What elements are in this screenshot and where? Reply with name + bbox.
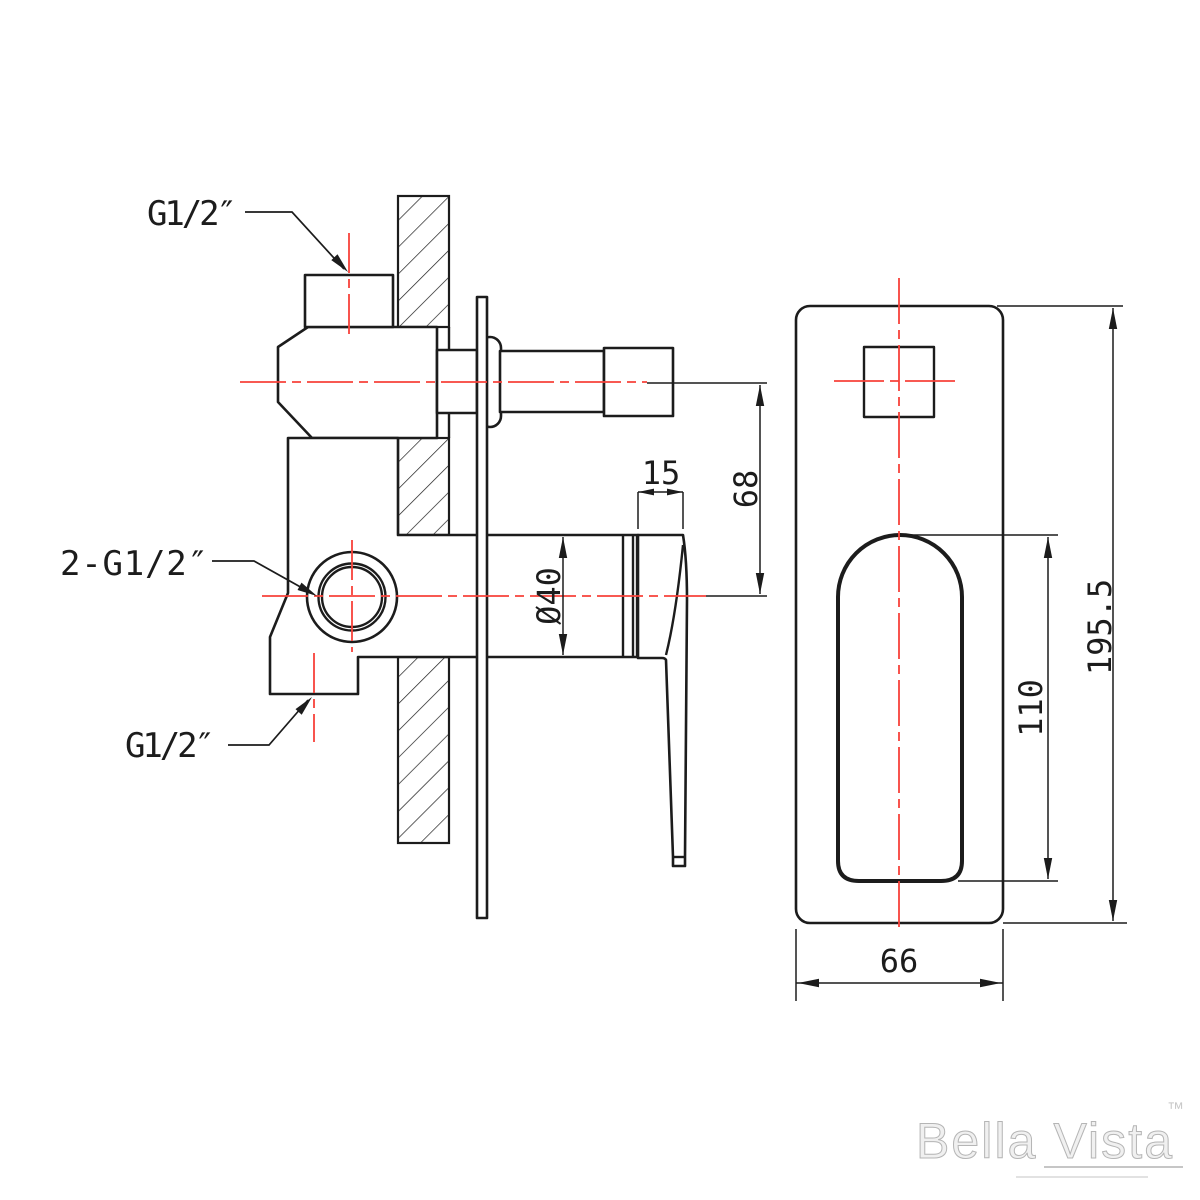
wall-hatch-lower — [396, 655, 451, 845]
handle-slot — [836, 533, 964, 883]
dim-handle-base-width: 15 — [642, 454, 681, 492]
wall-hatch-upper — [396, 194, 451, 329]
watermark-brand-text: Bella Vista — [916, 1113, 1174, 1169]
label-top-port: G1/2″ — [147, 194, 237, 234]
label-side-ports: 2-G1/2″ — [60, 544, 208, 584]
side-view — [268, 194, 689, 920]
dim-slot-height: 110 — [1012, 679, 1050, 737]
dim-body-diameter: Ø40 — [530, 567, 568, 625]
dim-plate-width: 66 — [880, 942, 919, 980]
dim-outlet-offset: 68 — [727, 470, 765, 509]
watermark: Bella Vista ™ — [916, 1099, 1184, 1178]
handle-transition-curve — [664, 544, 685, 656]
label-bottom-port: G1/2″ — [125, 726, 215, 766]
centerlines — [240, 233, 959, 933]
wall-hatch-middle — [396, 436, 451, 537]
port-labels: G1/2″ 2-G1/2″ G1/2″ — [60, 194, 348, 766]
cover-plate-edge — [475, 295, 489, 920]
dimensions: 68 15 Ø40 110 195.5 66 — [530, 305, 1127, 1001]
dim-plate-height: 195.5 — [1081, 579, 1119, 675]
trademark-symbol: ™ — [1167, 1099, 1184, 1118]
